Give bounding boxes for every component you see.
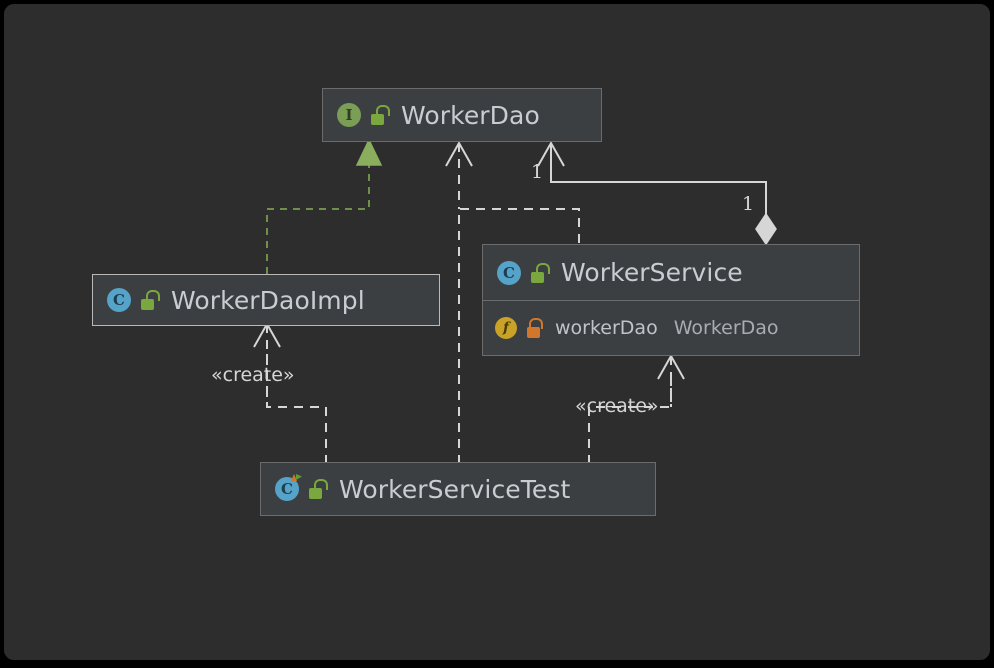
edge-impl-realizes-dao bbox=[266, 138, 383, 274]
edge-label-create-impl: «create» bbox=[211, 364, 295, 386]
unlock-icon bbox=[369, 105, 390, 125]
class-node-worker-service[interactable]: C WorkerService f workerDao WorkerDao bbox=[482, 244, 860, 356]
class-icon: C bbox=[107, 288, 131, 312]
edge-test-creates-impl bbox=[253, 321, 327, 464]
hollow-triangle-arrowhead bbox=[355, 138, 383, 166]
multiplicity-label-service-end: 1 bbox=[742, 193, 755, 215]
open-arrowhead bbox=[657, 353, 685, 380]
class-node-worker-service-test[interactable]: C WorkerServiceTest bbox=[260, 462, 656, 516]
unlock-icon bbox=[529, 262, 550, 283]
open-arrowhead bbox=[445, 140, 473, 167]
interface-icon: I bbox=[337, 103, 361, 127]
class-name-label: WorkerDao bbox=[401, 100, 540, 130]
member-name-label: workerDao bbox=[555, 317, 658, 339]
compartment-divider bbox=[483, 300, 859, 301]
unlock-icon bbox=[307, 479, 328, 499]
edge-label-create-service: «create» bbox=[575, 395, 659, 417]
multiplicity-label-dao-end: 1 bbox=[531, 161, 544, 183]
class-node-worker-dao-impl[interactable]: C WorkerDaoImpl bbox=[92, 274, 440, 326]
class-name-label: WorkerDaoImpl bbox=[171, 285, 365, 315]
class-name-label: WorkerServiceTest bbox=[339, 474, 571, 504]
member-type-label: WorkerDao bbox=[673, 317, 779, 339]
field-icon: f bbox=[495, 317, 517, 339]
open-arrowhead bbox=[253, 321, 281, 348]
test-class-icon: C bbox=[275, 474, 302, 501]
class-node-worker-dao[interactable]: I WorkerDao bbox=[322, 88, 602, 142]
unlock-icon bbox=[139, 290, 160, 310]
member-row-worker-dao[interactable]: f workerDao WorkerDao bbox=[483, 301, 859, 355]
run-badge-icon bbox=[291, 474, 302, 481]
class-name-label: WorkerService bbox=[561, 258, 743, 287]
edge-service-aggregates-dao bbox=[537, 140, 777, 246]
lock-icon bbox=[525, 318, 543, 338]
uml-class-diagram[interactable]: I WorkerDao C WorkerDaoImpl bbox=[4, 4, 994, 668]
aggregation-diamond bbox=[755, 212, 777, 246]
class-icon: C bbox=[497, 260, 521, 285]
